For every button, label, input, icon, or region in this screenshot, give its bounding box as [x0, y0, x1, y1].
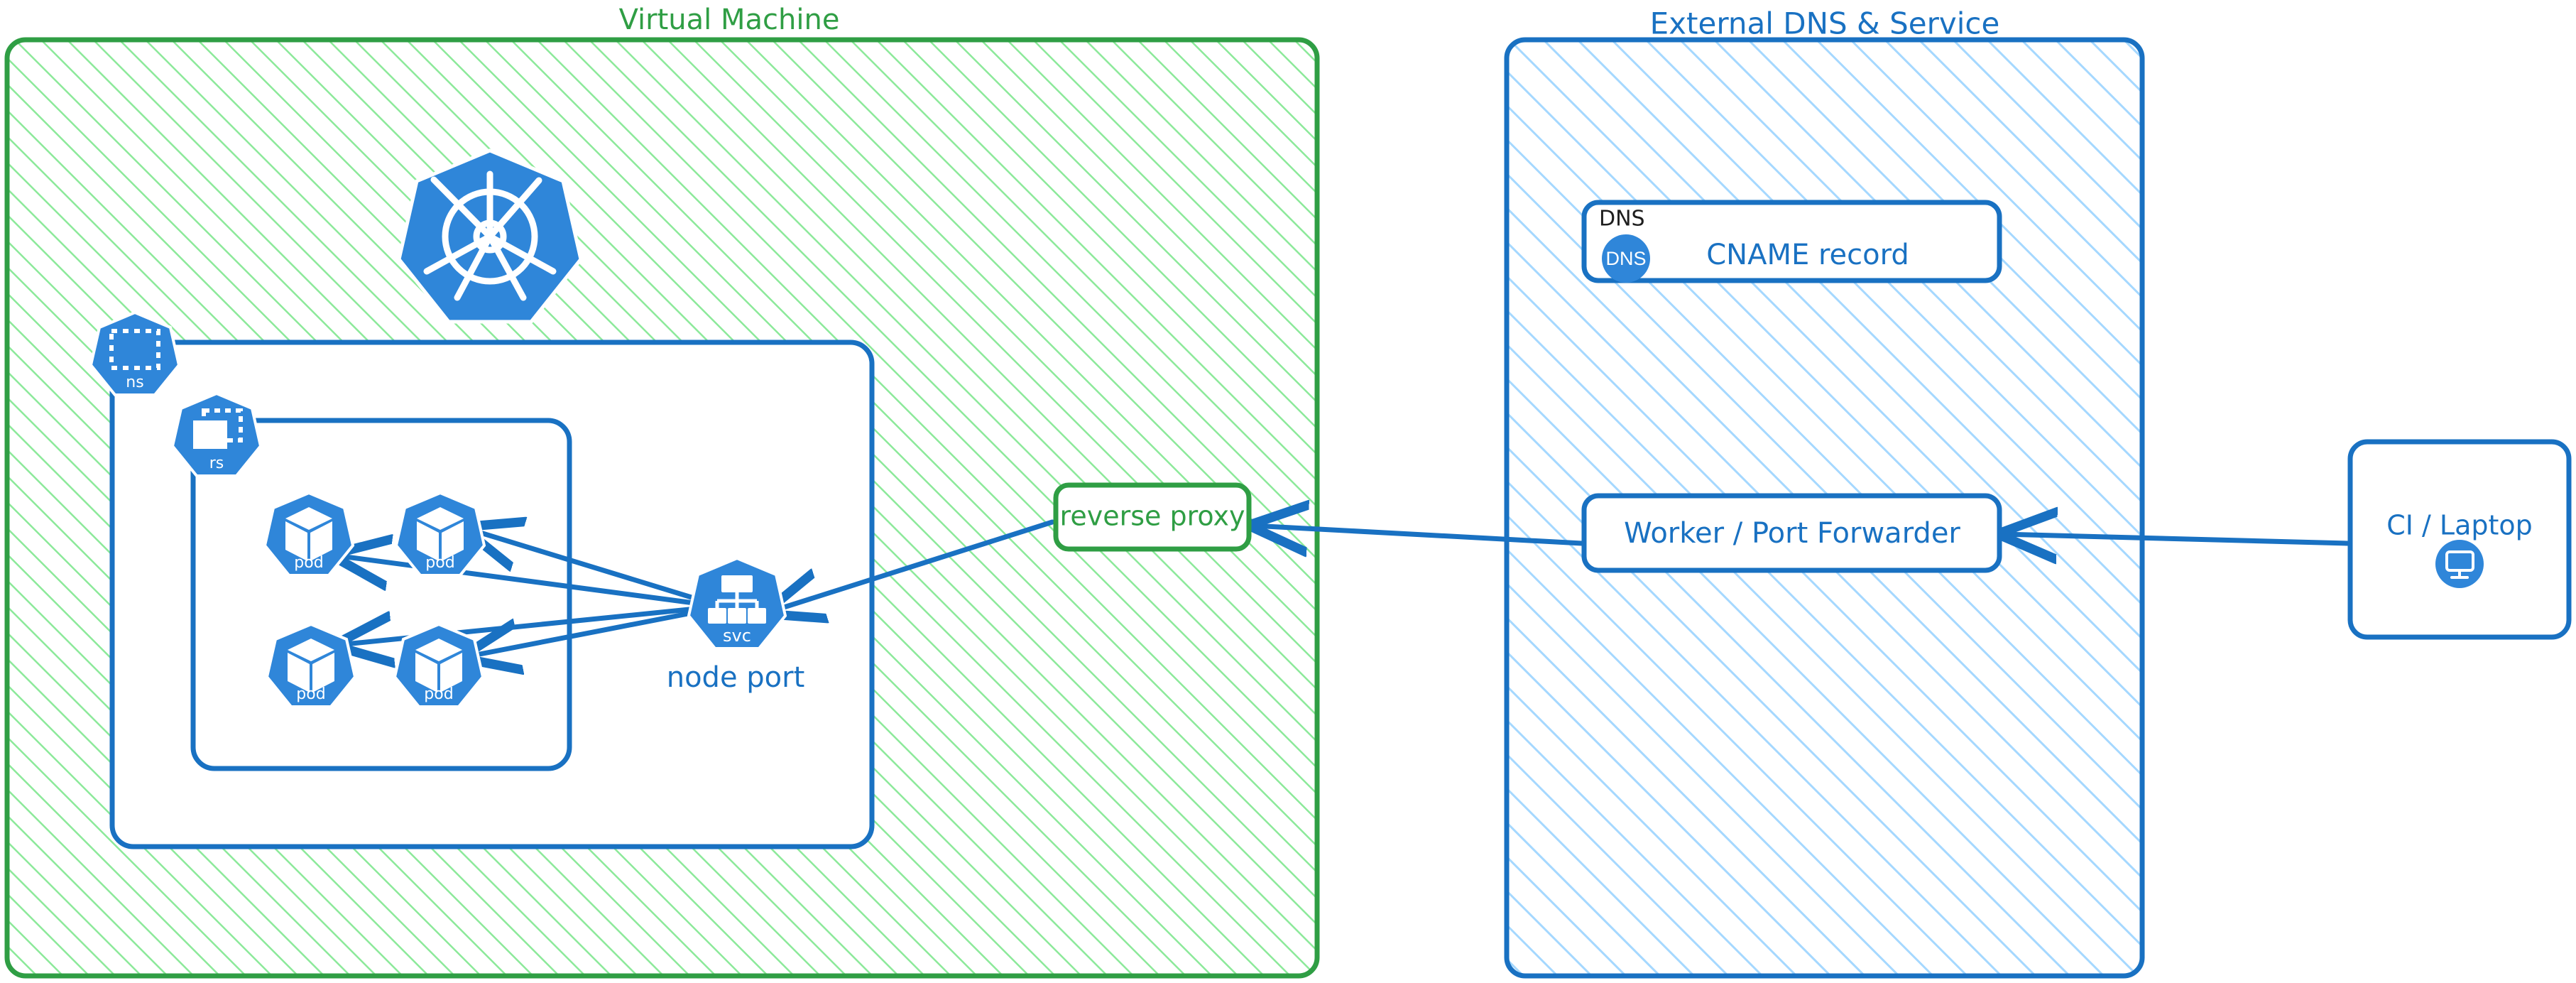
replicaset-icon-label: rs	[209, 455, 224, 472]
worker-port-forwarder-node[interactable]: Worker / Port Forwarder	[1581, 493, 2002, 573]
virtual-machine-title: Virtual Machine	[619, 4, 840, 36]
monitor-icon	[2435, 540, 2484, 588]
reverse-proxy-label: reverse proxy	[1060, 501, 1245, 532]
dns-card[interactable]: DNS DNS CNAME record	[1581, 200, 2002, 283]
worker-port-forwarder-box[interactable]	[1581, 493, 2002, 573]
cname-record-label: CNAME record	[1706, 239, 1909, 271]
dns-badge-label: DNS	[1605, 248, 1646, 269]
pod-icon-3-label: pod	[296, 685, 325, 703]
pod-icon-2-label: pod	[425, 554, 454, 572]
ci-laptop-label: CI / Laptop	[2386, 510, 2533, 541]
pod-icon-4: pod	[393, 622, 485, 708]
ci-laptop-box[interactable]	[2347, 439, 2572, 640]
replicaset-box	[190, 418, 572, 771]
connections	[335, 519, 2350, 657]
connection-svc-to-pod-2	[466, 528, 713, 606]
reverse-proxy-box[interactable]	[1053, 482, 1252, 552]
worker-port-forwarder-label: Worker / Port Forwarder	[1624, 517, 1960, 550]
dns-card-box[interactable]	[1581, 200, 2002, 283]
service-icon: svc	[687, 556, 787, 650]
kubernetes-logo-icon	[397, 148, 583, 324]
connection-svc-to-pod-1	[335, 555, 713, 608]
connection-reverse-proxy-to-svc	[768, 519, 1055, 612]
external-dns-service-title: External DNS & Service	[1650, 6, 2000, 41]
replicaset-icon: rs	[170, 391, 263, 477]
namespace-icon-label: ns	[126, 374, 143, 391]
connection-svc-to-pod-4	[465, 607, 713, 657]
pod-icon-1-label: pod	[294, 554, 323, 572]
connection-worker-to-reverse-proxy	[1253, 526, 1585, 543]
connection-ci-laptop-to-worker	[2002, 534, 2350, 543]
ci-laptop-node[interactable]: CI / Laptop	[2347, 439, 2572, 640]
dns-card-caption: DNS	[1599, 207, 1645, 232]
pod-icon-3: pod	[265, 622, 357, 708]
node-port-label: node port	[667, 661, 805, 694]
dns-badge-icon	[1602, 234, 1650, 283]
service-icon-label: svc	[723, 626, 751, 646]
pod-icon-4-label: pod	[424, 685, 453, 703]
namespace-icon: ns	[89, 310, 181, 396]
pod-icon-2: pod	[394, 491, 486, 577]
reverse-proxy-node[interactable]: reverse proxy	[1053, 482, 1252, 552]
pod-icon-1: pod	[263, 491, 355, 577]
